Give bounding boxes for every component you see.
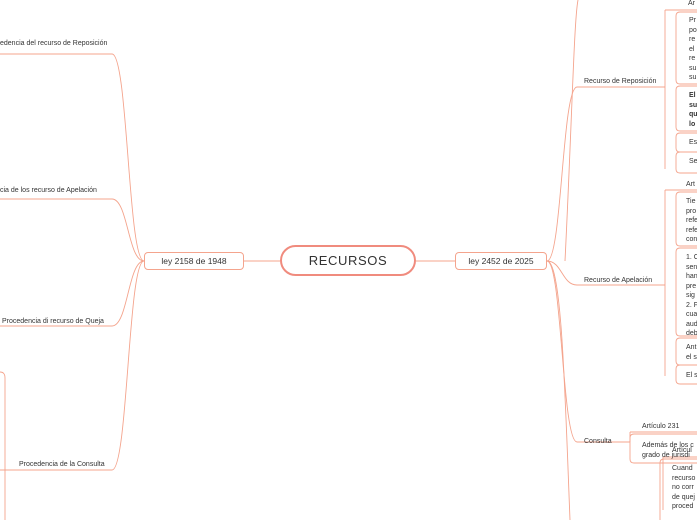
text-line: refe [686, 217, 697, 224]
text-line: El [689, 92, 696, 99]
reposicion-article[interactable]: Ar [688, 0, 695, 7]
left-main-topic[interactable]: ley 2158 de 1948 [144, 252, 244, 270]
text-line: 2. F [686, 301, 697, 309]
text-line: grado de jurisdi [642, 451, 690, 459]
topic-procedencia-reposicion[interactable]: edencia del recurso de Reposición [0, 40, 108, 47]
right-main-topic-label: ley 2452 de 2025 [468, 256, 534, 266]
reposicion-es-box[interactable]: Es [689, 139, 697, 146]
text-line: re [689, 36, 696, 43]
text-line: el s [686, 353, 697, 361]
text-line: su [689, 64, 697, 72]
topic-consulta[interactable]: Consulta [584, 438, 612, 445]
text-line: aud [686, 320, 697, 328]
text-line: 1. C [686, 254, 697, 261]
reposicion-se-box[interactable]: Se [689, 158, 697, 165]
text-line: cua [686, 311, 697, 318]
text-line: pro [686, 207, 697, 215]
text-line: su [689, 101, 697, 109]
consulta-article[interactable]: Artículo 231 [642, 423, 680, 430]
topic-recurso-apelacion[interactable]: Recurso de Apelación [584, 277, 653, 284]
text-line: proced [672, 503, 694, 510]
text-line: Pr [689, 17, 696, 24]
text-line: po [689, 26, 697, 34]
central-topic[interactable]: RECURSOS [280, 245, 416, 276]
text-line: refe [686, 226, 697, 234]
apelacion-el-box[interactable]: El s [686, 372, 697, 379]
apelacion-article[interactable]: Art [686, 181, 695, 188]
topic-procedencia-consulta[interactable]: Procedencia de la Consulta [19, 461, 105, 468]
right-main-topic[interactable]: ley 2452 de 2025 [455, 252, 547, 270]
text-line: Además de los c [642, 442, 694, 449]
topic-recurso-reposicion[interactable]: Recurso de Reposición [584, 78, 657, 85]
text-line: re [689, 55, 696, 62]
central-topic-label: RECURSOS [308, 253, 388, 268]
text-line: con [686, 236, 697, 243]
text-line: Tie [686, 198, 696, 205]
text-line: pre [686, 282, 697, 290]
topic-procedencia-apelacion[interactable]: cia de los recurso de Apelación [0, 187, 97, 194]
text-line: recurso [672, 474, 696, 482]
text-line: Ant [686, 344, 697, 351]
text-line: su [689, 74, 697, 81]
text-line: sen [686, 263, 697, 271]
text-line: no corr [672, 484, 694, 491]
text-line: sig [686, 292, 695, 299]
text-line: qu [689, 111, 697, 118]
text-line: de quej [672, 493, 695, 501]
text-line: Cuand [672, 465, 693, 472]
text-line: han [686, 273, 697, 280]
text-line: lo [689, 120, 696, 128]
topic-procedencia-queja[interactable]: Procedencia di recurso de Queja [2, 318, 104, 325]
text-line: el [689, 45, 695, 53]
left-main-topic-label: ley 2158 de 1948 [161, 256, 227, 266]
text-line: deb [686, 330, 697, 337]
queja-article[interactable]: Artícul [672, 447, 692, 454]
